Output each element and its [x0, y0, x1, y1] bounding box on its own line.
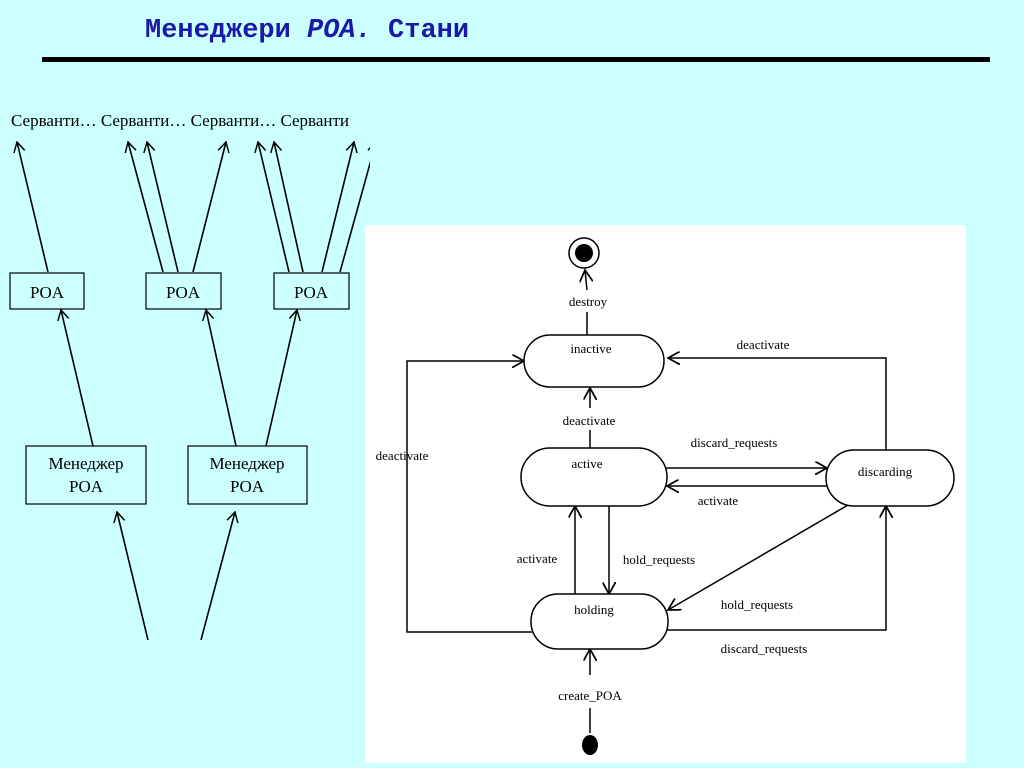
- poa-state-diagram: inactive active discarding holding destr…: [365, 225, 966, 763]
- arrow-poa2-servant-b: [147, 142, 179, 273]
- label-activate-left: activate: [517, 551, 558, 566]
- manager-box-2: [187, 445, 308, 505]
- label-create-poa: create_POA: [558, 688, 622, 703]
- manager-2-line2: POA: [230, 477, 265, 496]
- label-discard-requests-bottom: discard_requests: [721, 641, 808, 656]
- arrow-poa3-servant-b: [274, 142, 304, 273]
- poa-box-1: [9, 272, 85, 310]
- arrow-mgr1-poa1: [61, 310, 94, 447]
- label-discard-requests-top: discard_requests: [691, 435, 778, 450]
- title-divider: [42, 57, 990, 62]
- poa-box-3-label: POA: [294, 283, 329, 302]
- arrow-in-mgr2: [200, 512, 235, 641]
- arrow-poa3-servant-d: [339, 142, 370, 273]
- state-active-label: active: [571, 456, 602, 471]
- state-holding: [530, 593, 669, 650]
- manager-1-line2: POA: [69, 477, 104, 496]
- poa-box-2: [145, 272, 222, 310]
- label-deactivate-mid: deactivate: [563, 413, 616, 428]
- label-hold-requests-mid: hold_requests: [623, 552, 695, 567]
- state-active: [520, 447, 668, 507]
- state-discarding: [825, 449, 955, 507]
- initial-state: [582, 735, 598, 755]
- transition-deactivate-left: [406, 361, 532, 633]
- arrow-poa3-servant-c: [321, 142, 354, 273]
- title-part-3: Стани: [371, 16, 470, 46]
- arrow-in-mgr1: [117, 512, 149, 641]
- manager-1-line1: Менеджер: [48, 454, 123, 473]
- arrow-mgr2-poa3: [265, 310, 297, 447]
- title-part-1: Менеджери: [145, 16, 308, 46]
- arrow-poa2-servant-c: [192, 142, 226, 273]
- poa-hierarchy-diagram: POA POA POA Менеджер POA Менеджер POA: [9, 0, 370, 641]
- arrow-mgr2-poa2: [206, 310, 237, 447]
- state-discarding-label: discarding: [858, 464, 913, 479]
- servants-label: Серванти… Серванти… Серванти… Серванти: [11, 111, 350, 130]
- arrow-poa3-servant-a: [258, 142, 290, 273]
- poa-box-1-label: POA: [30, 283, 65, 302]
- transition-deactivate-top: [668, 358, 887, 450]
- label-destroy: destroy: [569, 294, 608, 309]
- manager-box-1: [25, 445, 147, 505]
- transition-hold-requests-right: [668, 504, 849, 610]
- manager-2-line1: Менеджер: [209, 454, 284, 473]
- arrow-poa2-servant-a: [128, 142, 164, 273]
- state-inactive-label: inactive: [570, 341, 611, 356]
- poa-box-3: [273, 272, 350, 310]
- arrow-poa1-servant: [17, 142, 49, 273]
- label-deactivate-left: deactivate: [376, 448, 429, 463]
- label-activate-right: activate: [698, 493, 739, 508]
- page-title: Менеджери POA. Стани: [145, 16, 469, 46]
- label-hold-requests-right: hold_requests: [721, 597, 793, 612]
- label-deactivate-top: deactivate: [737, 337, 790, 352]
- transition-destroy-upper: [585, 270, 587, 291]
- transition-discard-requests-bottom: [667, 506, 886, 631]
- state-inactive: [523, 334, 665, 388]
- state-holding-label: holding: [574, 602, 614, 617]
- title-part-2: POA.: [307, 16, 372, 46]
- final-state-inner: [575, 244, 593, 262]
- poa-box-2-label: POA: [166, 283, 201, 302]
